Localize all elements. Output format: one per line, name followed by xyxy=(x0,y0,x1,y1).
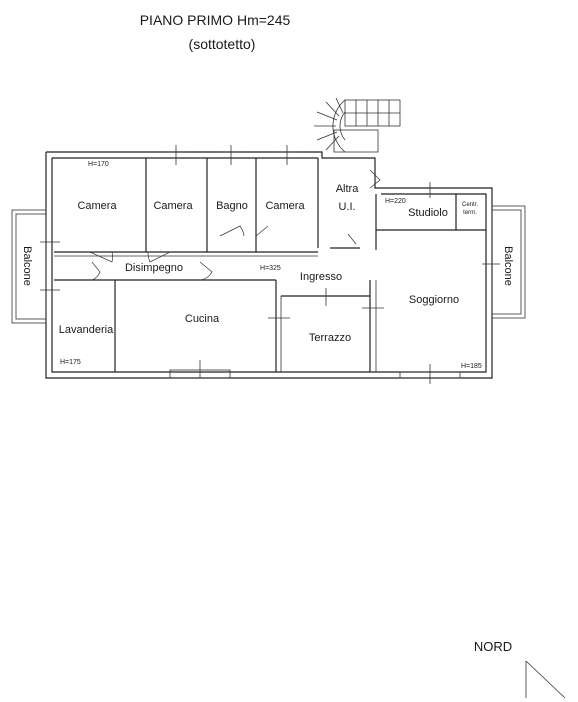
room-label-lavanderia: Lavanderia xyxy=(59,324,114,336)
interior-walls xyxy=(54,158,486,372)
height-label-lavanderia: H=175 xyxy=(60,359,81,366)
room-label-ui: U.I. xyxy=(338,201,355,213)
doors xyxy=(89,169,381,281)
north-arrow-icon xyxy=(525,660,566,699)
room-label-term: term. xyxy=(463,210,477,216)
compass-label: NORD xyxy=(474,639,512,654)
room-label-cucina: Cucina xyxy=(185,313,220,325)
room-label-camera-2: Camera xyxy=(153,200,193,212)
height-label-camera: H=170 xyxy=(88,161,109,168)
height-label-soggiorno: H=185 xyxy=(461,363,482,370)
room-label-altra: Altra xyxy=(336,183,360,195)
room-label-soggiorno: Soggiorno xyxy=(409,294,459,306)
plan-subtitle: (sottotetto) xyxy=(189,36,256,52)
room-label-camera-1: Camera xyxy=(77,200,117,212)
room-label-disimpegno: Disimpegno xyxy=(125,262,183,274)
room-label-terrazzo: Terrazzo xyxy=(309,332,351,344)
room-label-balcone-right: Balcone xyxy=(502,246,514,286)
height-label-studiolo: H=220 xyxy=(385,198,406,205)
height-label-ingresso: H=325 xyxy=(260,265,281,272)
balcone-left-area xyxy=(11,209,47,324)
spiral-staircase xyxy=(314,97,401,153)
plan-title: PIANO PRIMO Hm=245 xyxy=(140,12,291,28)
room-label-balcone-left: Balcone xyxy=(21,246,33,286)
room-label-camera-3: Camera xyxy=(265,200,305,212)
room-label-centr: Centr. xyxy=(462,202,478,208)
room-label-bagno: Bagno xyxy=(216,200,248,212)
room-label-studiolo: Studiolo xyxy=(408,207,448,219)
balcone-right-area xyxy=(491,205,526,319)
room-label-ingresso: Ingresso xyxy=(300,271,342,283)
windows xyxy=(40,145,500,384)
